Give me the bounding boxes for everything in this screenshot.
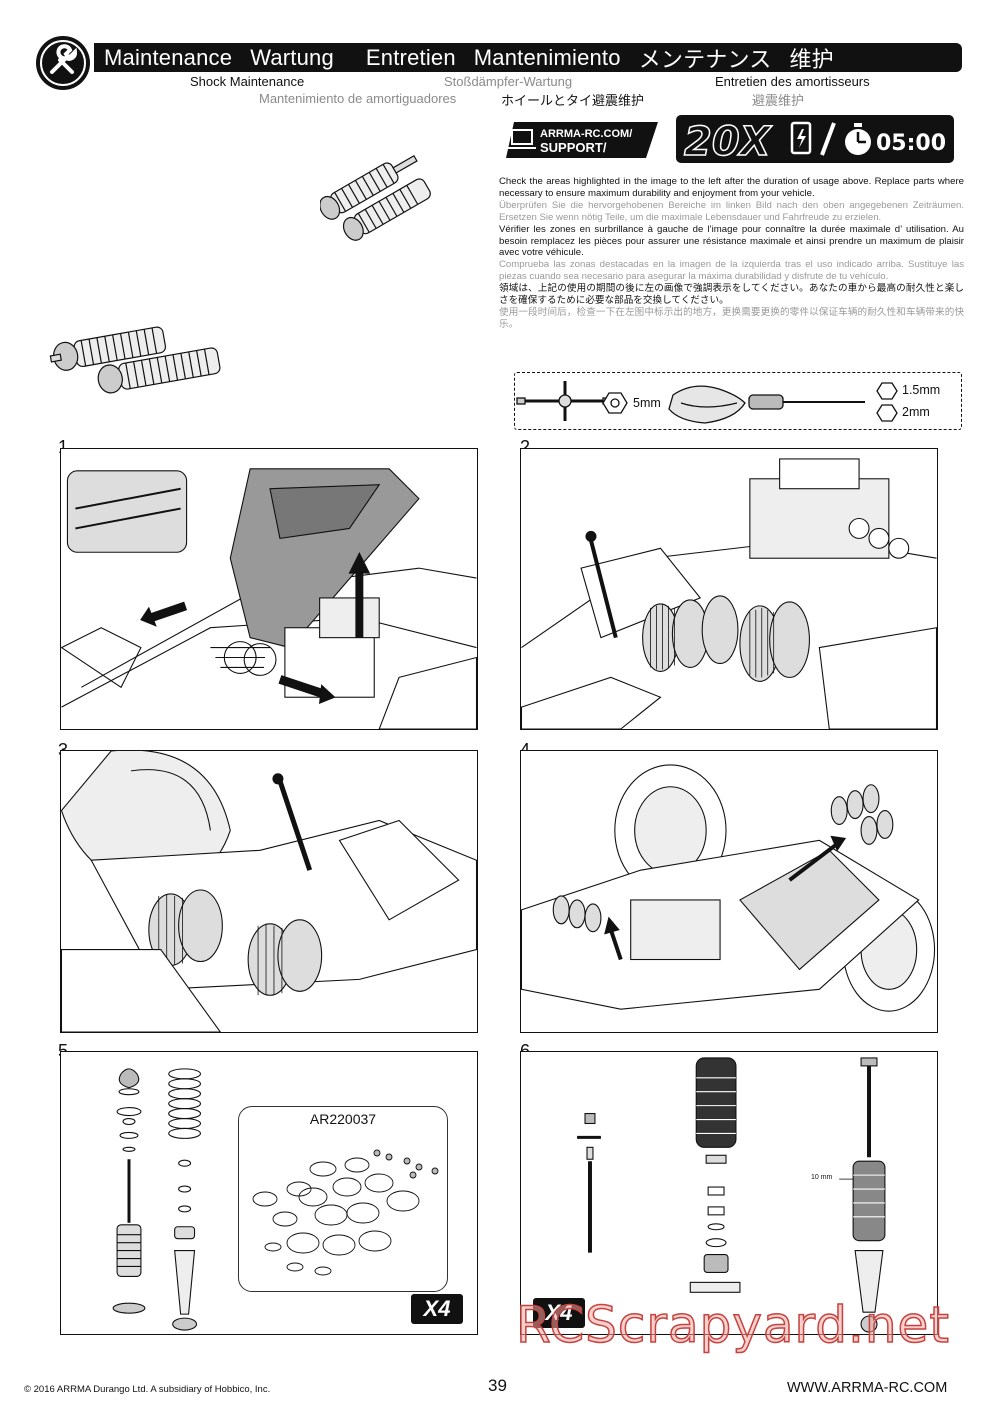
battery-icon bbox=[790, 121, 812, 155]
hex-small-icon bbox=[876, 382, 898, 400]
subtitle-de: Stoßdämpfer-Wartung bbox=[444, 74, 573, 89]
subtitle-es: Mantenimiento de amortiguadores bbox=[259, 91, 457, 106]
footer-copyright: © 2016 ARRMA Durango Ltd. A subsidiary o… bbox=[24, 1384, 271, 1395]
desc-fr: Vérifier les zones en surbrillance à gau… bbox=[499, 223, 964, 259]
desc-de: Überprüfen Sie die hervorgehobenen Berei… bbox=[499, 199, 964, 223]
tool-hex-small-size: 1.5mm bbox=[902, 383, 941, 397]
maintenance-description: Check the areas highlighted in the image… bbox=[499, 176, 964, 331]
step-5-quantity: X4 bbox=[411, 1294, 463, 1324]
tools-illustration bbox=[516, 381, 898, 424]
title-en: Maintenance bbox=[104, 44, 233, 70]
step-2-illustration bbox=[521, 458, 937, 729]
title-bar: Maintenance Wartung Entretien Mantenimie… bbox=[94, 43, 962, 72]
maintenance-wrench-icon bbox=[36, 36, 90, 90]
usage-time: 05:00 bbox=[876, 131, 946, 156]
shock-pair-illustration-top bbox=[320, 154, 431, 241]
step-5-illustration bbox=[112, 1068, 202, 1331]
support-line2: SUPPORT/ bbox=[540, 140, 607, 155]
title-de: Wartung bbox=[250, 44, 334, 70]
kit-part-code: AR220037 bbox=[309, 1111, 377, 1127]
desc-en: Check the areas highlighted in the image… bbox=[499, 176, 964, 199]
subtitle-jp: ホイールとタイ避震维护 bbox=[501, 93, 645, 108]
page-number: 39 bbox=[488, 1376, 507, 1395]
step-4-panel bbox=[520, 750, 938, 1033]
subtitle-cn: 避震维护 bbox=[752, 93, 805, 108]
o-ring-kit-box: AR220037 bbox=[238, 1106, 448, 1292]
subtitle-fr: Entretien des amortisseurs bbox=[715, 74, 870, 89]
step-6-panel: 10 mm X4 bbox=[520, 1051, 938, 1335]
hex-large-icon bbox=[876, 404, 898, 422]
o-ring-kit-illustration bbox=[252, 1149, 439, 1276]
step-3-illustration bbox=[61, 751, 477, 1032]
shock-pair-illustration-bottom bbox=[49, 326, 221, 394]
title-jp: メンテナンス bbox=[638, 46, 772, 72]
title-fr: Entretien bbox=[365, 44, 456, 70]
screwdriver-icon bbox=[748, 394, 784, 410]
step-number-1: 1 bbox=[58, 437, 69, 457]
tool-hex-large-size: 2mm bbox=[902, 405, 930, 419]
step-4-illustration bbox=[521, 764, 936, 1012]
title-cn: 维护 bbox=[789, 46, 834, 72]
watermark-text: RCScrapyard.net bbox=[515, 1295, 950, 1355]
step-number-2: 2 bbox=[520, 437, 531, 457]
usage-count: 20X bbox=[684, 119, 773, 163]
step-3-panel bbox=[60, 750, 478, 1033]
step-1-panel bbox=[60, 448, 478, 730]
desc-jp: 領域は、上記の使用の期間の後に左の画像で強調表示をしてください。あなたの車から最… bbox=[499, 283, 964, 307]
step-1-illustration bbox=[61, 468, 477, 729]
desc-cn: 使用一段时间后，检查一下在左图中标示出的地方，更换需要更换的零件以保证车辆的耐久… bbox=[499, 306, 964, 330]
support-line1: ARRMA-RC.COM/ bbox=[540, 128, 632, 140]
footer-website[interactable]: WWW.ARRMA-RC.COM bbox=[787, 1380, 948, 1396]
step-5-panel: X4 bbox=[60, 1051, 478, 1335]
step-2-panel bbox=[520, 448, 938, 730]
usage-timer-badge: 20X 05:00 bbox=[676, 115, 954, 163]
step-6-quantity: X4 bbox=[533, 1298, 585, 1328]
tool-socket-size: 5mm bbox=[633, 396, 661, 410]
desc-es: Comprueba las zonas destacadas en la ima… bbox=[499, 259, 964, 283]
required-tools-box: 5mm 1.5mm 2mm bbox=[514, 372, 962, 430]
step-6-dimension: 10 mm bbox=[811, 1174, 833, 1181]
subtitle-en: Shock Maintenance bbox=[190, 74, 305, 89]
support-badge: ARRMA-RC.COM/ SUPPORT/ bbox=[506, 122, 658, 158]
step-6-illustration bbox=[577, 1057, 886, 1333]
title-es: Mantenimiento bbox=[473, 44, 621, 70]
